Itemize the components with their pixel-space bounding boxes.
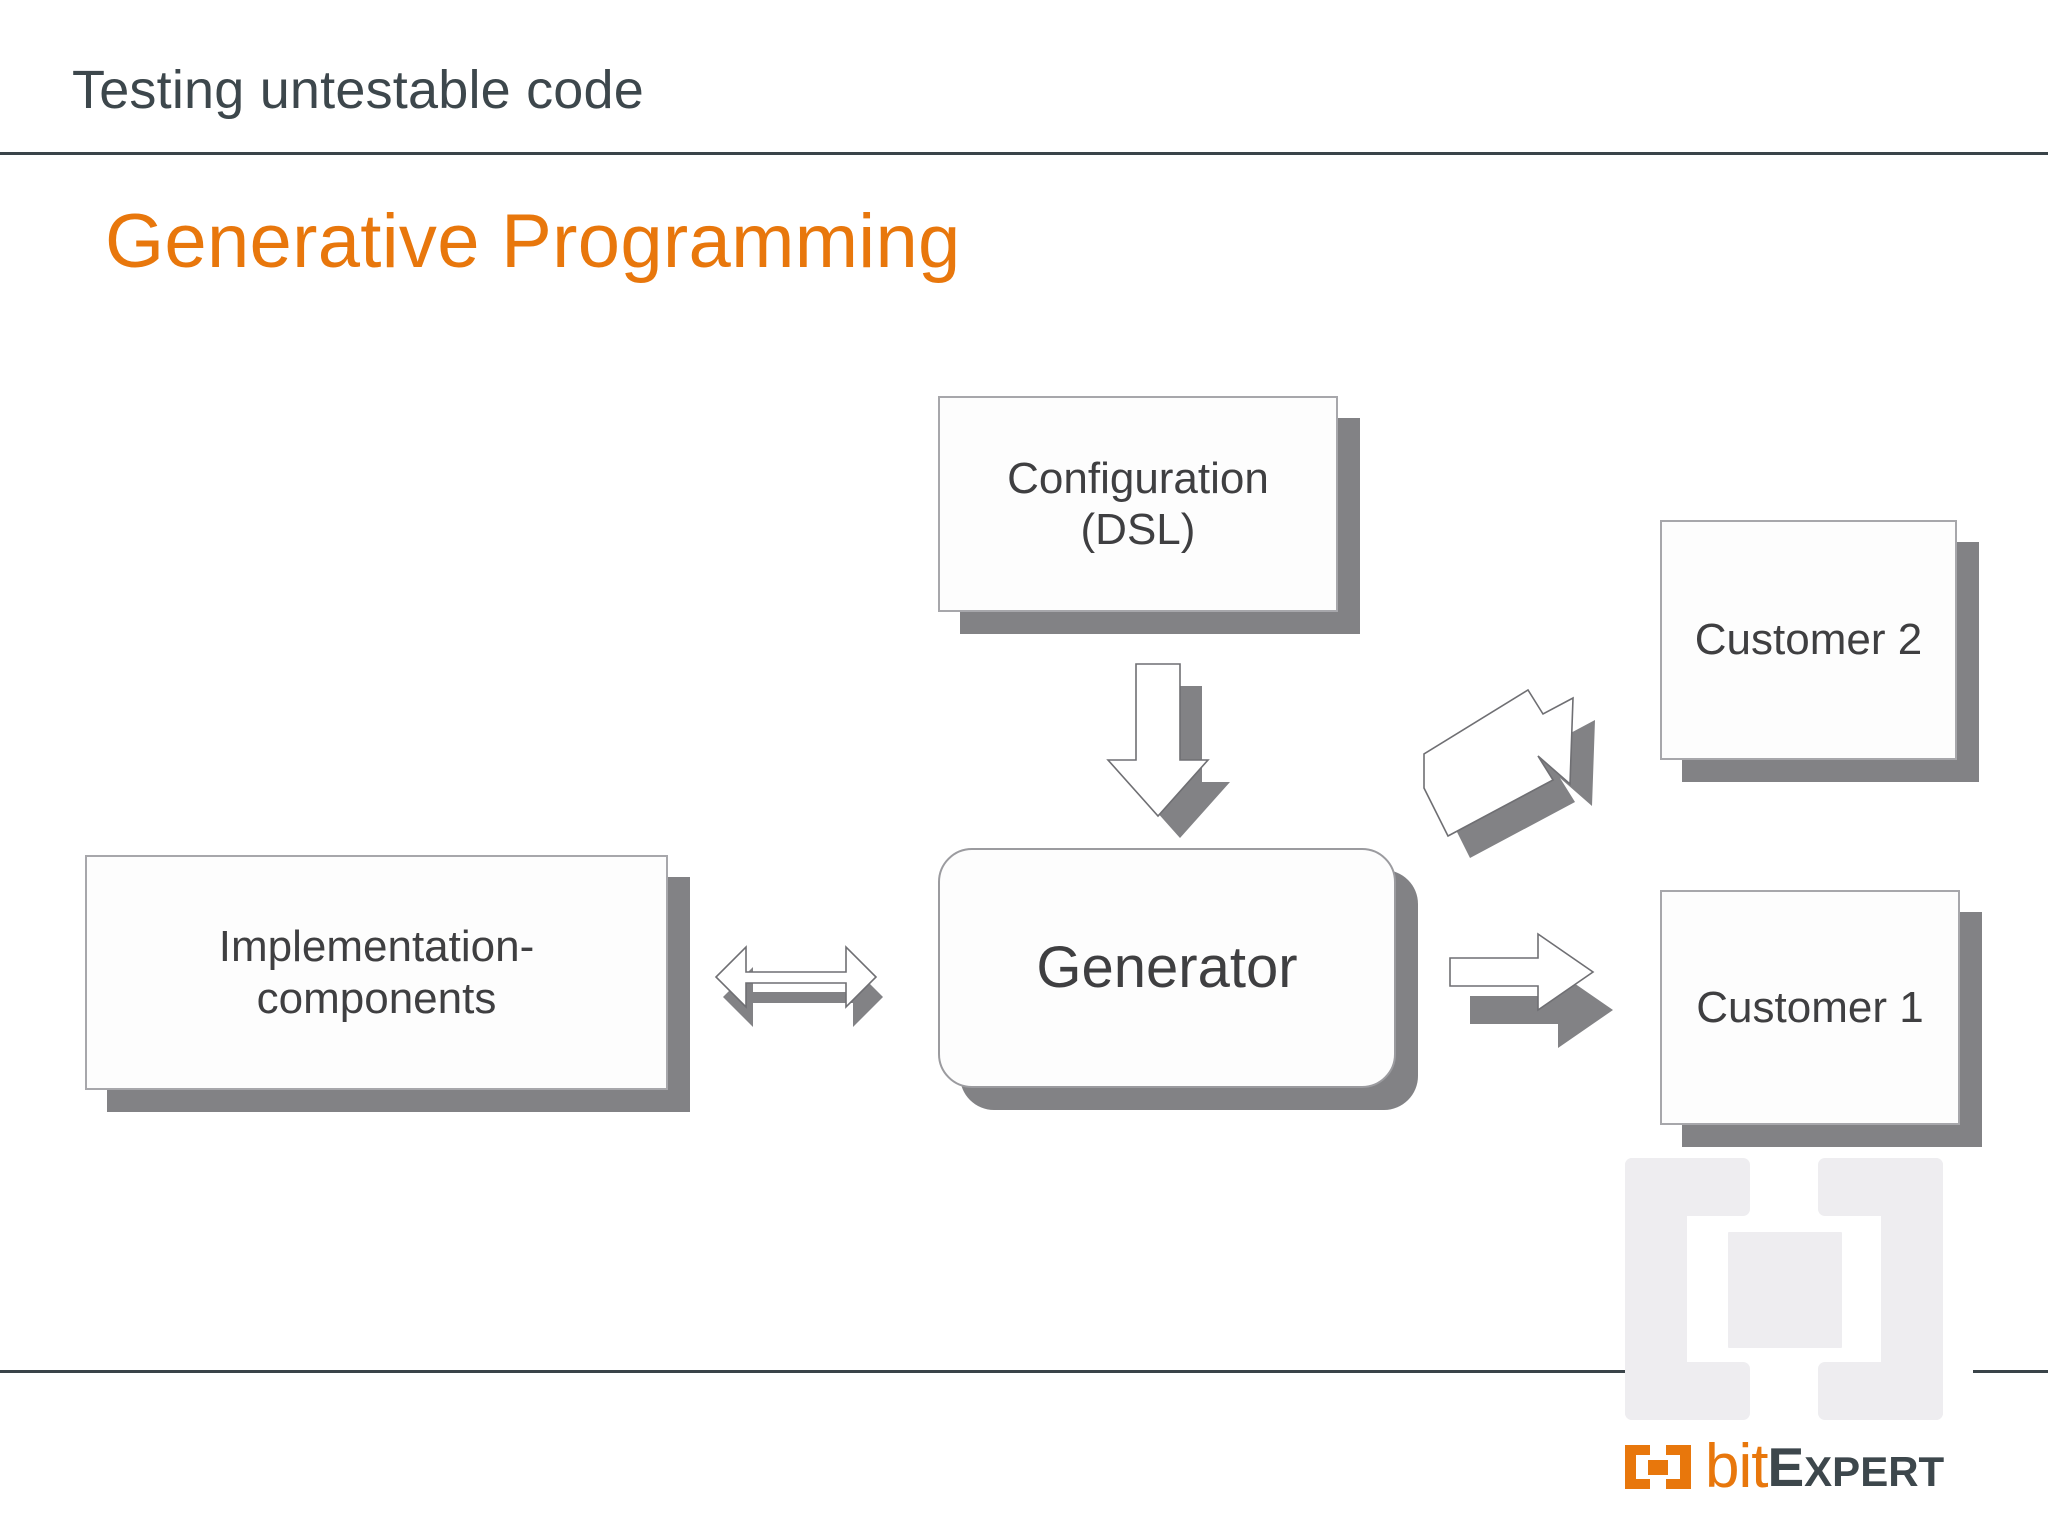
node-implementation-line1: Implementation- bbox=[218, 922, 535, 972]
page-title: Generative Programming bbox=[105, 199, 961, 284]
logo-mark-part bbox=[1648, 1460, 1668, 1475]
node-face: Configuration (DSL) bbox=[938, 396, 1338, 612]
connector-generator-to-customer2 bbox=[1418, 688, 1648, 858]
node-implementation: Implementation- components bbox=[85, 855, 690, 1112]
logo-mark-part bbox=[1625, 1445, 1650, 1455]
watermark-part bbox=[1818, 1362, 1943, 1420]
arrow-body bbox=[714, 945, 878, 1009]
bitexpert-logo: bit EXPERT bbox=[1625, 1432, 1944, 1502]
arrow-body bbox=[1423, 688, 1574, 838]
footer-divider-left bbox=[0, 1370, 1636, 1373]
node-configuration: Configuration (DSL) bbox=[938, 396, 1360, 634]
node-configuration-label: Configuration (DSL) bbox=[997, 453, 1279, 555]
node-generator-label: Generator bbox=[1036, 935, 1298, 1001]
logo-expert-rest: XPERT bbox=[1804, 1447, 1945, 1495]
node-configuration-line1: Configuration bbox=[1007, 453, 1269, 503]
logo-mark-part bbox=[1625, 1479, 1650, 1489]
node-face: Implementation- components bbox=[85, 855, 668, 1090]
logo-mark-part bbox=[1666, 1445, 1691, 1455]
node-customer1: Customer 1 bbox=[1660, 890, 1982, 1147]
footer-divider-right bbox=[1973, 1370, 2048, 1373]
arrow-shadow bbox=[723, 967, 883, 1027]
node-customer2-label: Customer 2 bbox=[1694, 615, 1923, 665]
node-implementation-line2: components bbox=[256, 973, 497, 1023]
node-customer1-label: Customer 1 bbox=[1696, 982, 1924, 1032]
watermark-part bbox=[1625, 1158, 1750, 1216]
node-implementation-label: Implementation- components bbox=[209, 921, 544, 1023]
logo-bit-text: bit bbox=[1705, 1432, 1768, 1501]
connector-implementation-generator bbox=[705, 925, 915, 1065]
connector-config-to-generator bbox=[1098, 662, 1258, 852]
node-face: Generator bbox=[938, 848, 1396, 1088]
node-generator: Generator bbox=[938, 848, 1418, 1110]
watermark-part bbox=[1625, 1362, 1750, 1420]
node-configuration-line2: (DSL) bbox=[1080, 505, 1196, 554]
arrow-body bbox=[1449, 932, 1595, 1012]
bracket-watermark-icon bbox=[1625, 1158, 1943, 1420]
bitexpert-bracket-icon bbox=[1625, 1445, 1691, 1489]
logo-expert-cap: E bbox=[1767, 1435, 1805, 1498]
arrow-body bbox=[1106, 663, 1210, 818]
watermark-part bbox=[1728, 1232, 1842, 1348]
node-face: Customer 1 bbox=[1660, 890, 1960, 1125]
header-divider bbox=[0, 152, 2048, 155]
logo-mark-part bbox=[1666, 1479, 1691, 1489]
arrow-shadow bbox=[1470, 972, 1613, 1048]
watermark-part bbox=[1818, 1158, 1943, 1216]
logo-mark-part bbox=[1625, 1445, 1636, 1489]
slide-kicker: Testing untestable code bbox=[72, 60, 644, 120]
node-face: Customer 2 bbox=[1660, 520, 1957, 760]
logo-expert-text: EXPERT bbox=[1767, 1439, 1945, 1495]
connector-generator-to-customer1 bbox=[1448, 932, 1648, 1062]
node-customer2: Customer 2 bbox=[1660, 520, 1979, 782]
logo-mark-part bbox=[1680, 1445, 1691, 1489]
